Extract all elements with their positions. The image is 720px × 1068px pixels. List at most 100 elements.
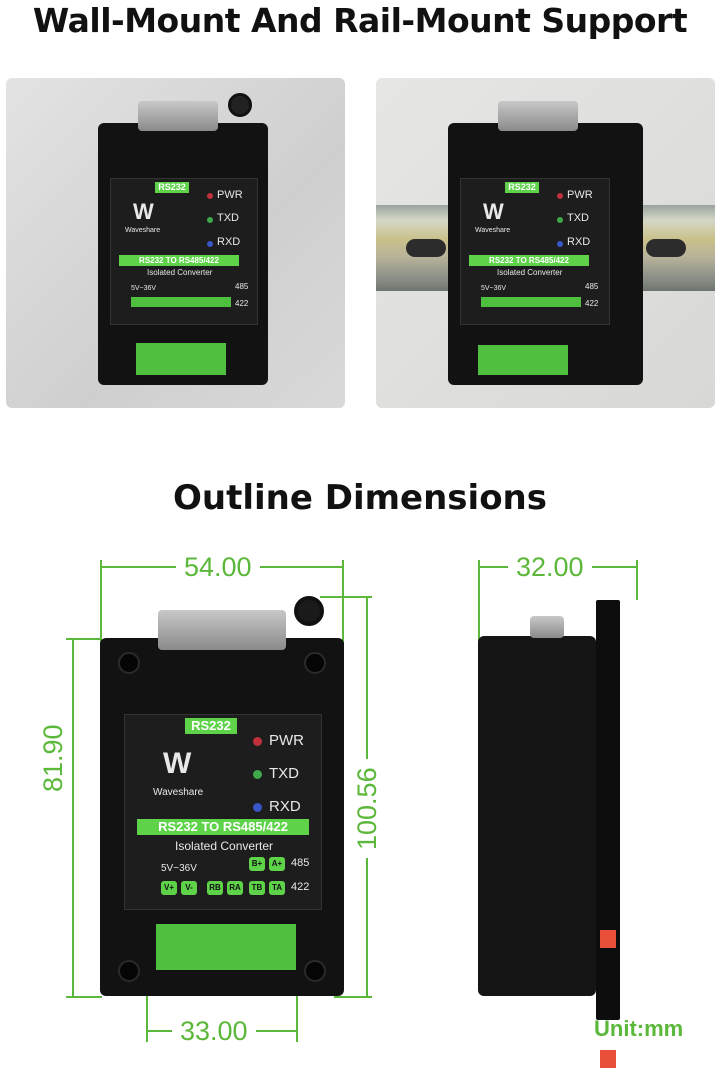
pwr-label: PWR (269, 732, 304, 749)
converter-front-view: RS232 PWR TXD RXD W Waveshare RS232 TO R… (100, 596, 344, 996)
isolated-label: Isolated Converter (175, 839, 274, 853)
pin-485: 485 (235, 282, 249, 291)
rxd-led (253, 803, 262, 812)
height-inner-line (72, 638, 74, 998)
page-title: Wall-Mount And Rail-Mount Support (32, 1, 688, 40)
converter-device: RS232 PWR TXD RXD W Waveshare RS232 TO R… (448, 101, 643, 385)
height-inner-bottom (66, 996, 102, 998)
db9-connector (138, 101, 218, 131)
height-inner-dimension: 81.90 (38, 716, 69, 800)
rs232-label: RS232 (155, 182, 189, 193)
converter-device: RS232 PWR TXD RXD W Waveshare RS232 TO R… (98, 93, 268, 385)
pwr-led (557, 193, 563, 199)
rxd-label: RXD (217, 236, 241, 248)
model-label: RS232 TO RS485/422 (137, 819, 309, 835)
db9-connector (498, 101, 578, 131)
unit-label: Unit:mm (594, 1016, 684, 1041)
voltage-label: 5V~36V (131, 285, 157, 292)
width-dimension: 54.00 (176, 552, 260, 583)
pwr-label: PWR (567, 189, 593, 201)
terminal-block (478, 345, 568, 375)
rxd-led (207, 241, 213, 247)
brand-label: Waveshare (125, 227, 161, 234)
pin-ra: RA (227, 881, 243, 895)
converter-side-view (478, 616, 596, 996)
depth-dimension: 32.00 (508, 552, 592, 583)
depth-ext-right (636, 560, 638, 600)
brand-label: Waveshare (475, 227, 511, 234)
isolated-label: Isolated Converter (147, 268, 213, 277)
waveshare-logo: W (163, 747, 192, 780)
rs232-label: RS232 (505, 182, 539, 193)
pin-rb: RB (207, 881, 223, 895)
model-label: RS232 TO RS485/422 (469, 255, 589, 266)
wall-mount-photo: RS232 PWR TXD RXD W Waveshare RS232 TO R… (6, 78, 345, 408)
pin-strip (131, 297, 231, 307)
width-ext-right (342, 560, 344, 650)
txd-label: TXD (217, 212, 239, 224)
front-panel: RS232 PWR TXD RXD W Waveshare RS232 TO R… (124, 714, 322, 910)
pin-422: 422 (291, 881, 310, 893)
pwr-led (207, 193, 213, 199)
release-tab (600, 1050, 616, 1068)
pin-422: 422 (235, 299, 249, 308)
height-total-top (320, 596, 372, 598)
pin-strip (481, 297, 581, 307)
section-title: Outline Dimensions (172, 478, 548, 518)
rail-mount-photo: RS232 PWR TXD RXD W Waveshare RS232 TO R… (376, 78, 715, 408)
txd-led (253, 770, 262, 779)
pin-422: 422 (585, 299, 599, 308)
pwr-led (253, 737, 262, 746)
rail-slot (646, 239, 686, 257)
txd-led (207, 217, 213, 223)
rxd-label: RXD (567, 236, 591, 248)
rxd-label: RXD (269, 798, 301, 815)
isolated-label: Isolated Converter (497, 268, 563, 277)
mount-hole (118, 960, 140, 982)
bottom-ext-left (146, 996, 148, 1042)
pin-v-minus: V- (181, 881, 197, 895)
pin-485: 485 (585, 282, 599, 291)
pin-ta: TA (269, 881, 285, 895)
height-total-bottom (334, 996, 372, 998)
voltage-label: 5V~36V (481, 285, 507, 292)
depth-ext-left (478, 560, 480, 650)
txd-led (557, 217, 563, 223)
release-tab (600, 930, 616, 948)
pin-b-plus: B+ (249, 857, 265, 871)
pin-tb: TB (249, 881, 265, 895)
db9-connector (158, 610, 286, 650)
width-ext-left (100, 560, 102, 650)
pin-485: 485 (291, 857, 310, 869)
mount-hole (304, 652, 326, 674)
bottom-width-dimension: 33.00 (172, 1016, 256, 1047)
mount-ear (294, 596, 324, 626)
front-panel: RS232 PWR TXD RXD W Waveshare RS232 TO R… (110, 178, 258, 325)
front-panel: RS232 PWR TXD RXD W Waveshare RS232 TO R… (460, 178, 610, 325)
waveshare-logo: W (483, 199, 504, 224)
model-label: RS232 TO RS485/422 (119, 255, 239, 266)
mount-hole (118, 652, 140, 674)
bottom-ext-right (296, 996, 298, 1042)
txd-label: TXD (269, 765, 299, 782)
terminal-block (136, 343, 226, 375)
waveshare-logo: W (133, 199, 154, 224)
mount-hole (304, 960, 326, 982)
mount-ear (228, 93, 252, 117)
db9-side (530, 616, 564, 638)
rxd-led (557, 241, 563, 247)
height-inner-top (66, 638, 102, 640)
rail-slot (406, 239, 446, 257)
height-total-dimension: 100.56 (352, 759, 383, 858)
rail-clip (596, 600, 620, 1068)
brand-label: Waveshare (153, 787, 204, 798)
pin-v-plus: V+ (161, 881, 177, 895)
pin-a-plus: A+ (269, 857, 285, 871)
txd-label: TXD (567, 212, 589, 224)
rs232-label: RS232 (185, 718, 237, 734)
front-dimension-drawing: 54.00 81.90 100.56 RS232 PWR TXD RXD W W… (0, 540, 720, 1047)
terminal-block (156, 924, 296, 970)
pwr-label: PWR (217, 189, 243, 201)
side-dimension-drawing: 32.00 Unit:mm (460, 540, 720, 1068)
voltage-label: 5V~36V (161, 863, 197, 874)
